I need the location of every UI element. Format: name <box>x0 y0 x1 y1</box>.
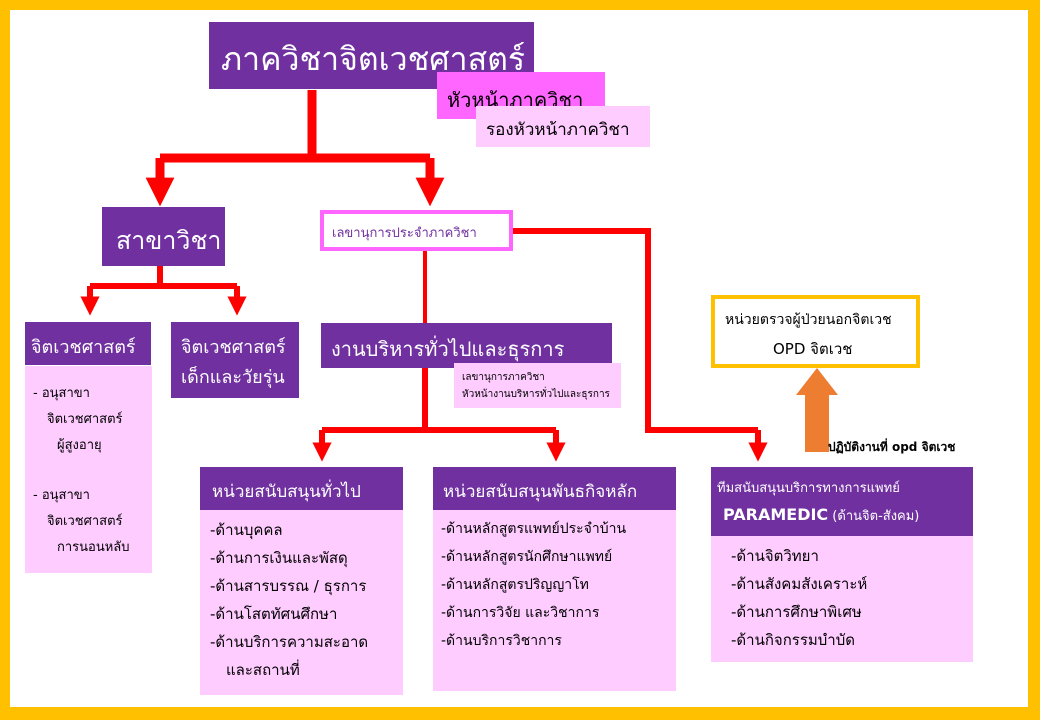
admin-title: งานบริหารทั่วไปและธุรการ <box>331 337 565 361</box>
secretary-box: เลขานุการประจำภาควิชา <box>320 210 513 251</box>
opd-arrow-label: ปฏิบัติงานที่ opd จิตเวช <box>828 440 956 454</box>
connector-secretary-paramedic <box>513 228 758 433</box>
child-psychiatry-line-2: เด็กและวัยรุ่น <box>181 367 285 388</box>
general-support-item: -ด้านบุคคล <box>210 521 283 539</box>
opd-arrow <box>796 368 838 452</box>
department-title-box: ภาควิชาจิตเวชศาสตร์ <box>209 22 534 89</box>
mission-support-item: -ด้านหลักสูตรแพทย์ประจำบ้าน <box>441 521 627 537</box>
department-title: ภาควิชาจิตเวชศาสตร์ <box>221 40 526 78</box>
connector-top-trunk <box>160 90 430 163</box>
secretary-label: เลขานุการประจำภาควิชา <box>332 226 477 241</box>
deputy-box: รองหัวหน้าภาควิชา <box>476 106 650 147</box>
connector-branch-split <box>90 266 237 289</box>
general-support-item: และสถานที่ <box>226 661 300 679</box>
opd-line-1: หน่วยตรวจผู้ป่วยนอกจิตเวช <box>725 312 892 328</box>
child-psychiatry-box: จิตเวชศาสตร์ เด็กและวัยรุ่น <box>171 322 299 398</box>
opd-line-2: OPD จิตเวช <box>773 340 853 358</box>
mission-support-item: -ด้านหลักสูตรปริญญาโท <box>441 577 589 593</box>
mission-support-title-box: หน่วยสนับสนุนพันธกิจหลัก <box>433 467 676 510</box>
sub-branch-2-line-3: การนอนหลับ <box>57 540 130 555</box>
sub-branch-2-line-1: - อนุสาขา <box>33 488 90 503</box>
paramedic-title-th: (ด้านจิต-สังคม) <box>828 509 920 524</box>
paramedic-item: -ด้านกิจกรรมบำบัด <box>731 631 855 649</box>
general-support-title-box: หน่วยสนับสนุนทั่วไป <box>200 467 403 510</box>
sub-branch-list: - อนุสาขา จิตเวชศาสตร์ ผู้สูงอายุ - อนุส… <box>25 366 152 573</box>
admin-note-line-1: เลขานุการภาควิชา <box>462 372 545 383</box>
paramedic-title-line-1: ทีมสนับสนุนบริการทางการแพทย์ <box>717 481 900 496</box>
admin-note-line-2: หัวหน้างานบริหารทั่วไปและธุรการ <box>462 389 610 400</box>
mission-support-list: -ด้านหลักสูตรแพทย์ประจำบ้าน -ด้านหลักสูต… <box>433 510 676 691</box>
adult-psychiatry-box: จิตเวชศาสตร์ <box>25 322 151 365</box>
child-psychiatry-line-1: จิตเวชศาสตร์ <box>181 337 286 358</box>
paramedic-title-box: ทีมสนับสนุนบริการทางการแพทย์ PARAMEDIC (… <box>711 467 973 536</box>
paramedic-title-line-2: PARAMEDIC (ด้านจิต-สังคม) <box>723 505 919 526</box>
general-support-list: -ด้านบุคคล -ด้านการเงินและพัสดุ -ด้านสาร… <box>200 510 403 695</box>
adult-psychiatry-label: จิตเวชศาสตร์ <box>31 337 136 358</box>
paramedic-list: -ด้านจิตวิทยา -ด้านสังคมสังเคราะห์ -ด้าน… <box>711 536 973 662</box>
sub-branch-1-line-3: ผู้สูงอายุ <box>57 438 102 453</box>
opd-box: หน่วยตรวจผู้ป่วยนอกจิตเวช OPD จิตเวช <box>711 295 920 368</box>
connector-admin-units <box>322 368 556 433</box>
general-support-item: -ด้านการเงินและพัสดุ <box>210 549 348 567</box>
general-support-item: -ด้านสารบรรณ / ธุรการ <box>210 577 367 595</box>
paramedic-title-en: PARAMEDIC <box>723 505 829 524</box>
branch-box: สาขาวิชา <box>102 207 225 266</box>
sub-branch-1-line-1: - อนุสาขา <box>33 386 90 401</box>
admin-note-box: เลขานุการภาควิชา หัวหน้างานบริหารทั่วไปแ… <box>454 363 621 408</box>
paramedic-item: -ด้านจิตวิทยา <box>731 547 819 565</box>
mission-support-title: หน่วยสนับสนุนพันธกิจหลัก <box>443 482 638 502</box>
general-support-item: -ด้านบริการความสะอาด <box>210 633 369 651</box>
paramedic-item: -ด้านการศึกษาพิเศษ <box>731 603 862 621</box>
branch-title: สาขาวิชา <box>116 226 222 255</box>
deputy-label: รองหัวหน้าภาควิชา <box>486 120 630 140</box>
mission-support-item: -ด้านหลักสูตรนักศึกษาแพทย์ <box>441 549 613 565</box>
paramedic-item: -ด้านสังคมสังเคราะห์ <box>731 575 868 593</box>
sub-branch-1-line-2: จิตเวชศาสตร์ <box>47 412 123 427</box>
mission-support-item: -ด้านบริการวิชาการ <box>441 633 562 649</box>
general-support-item: -ด้านโสตทัศนศึกษา <box>210 605 338 623</box>
admin-box: งานบริหารทั่วไปและธุรการ <box>321 323 612 368</box>
general-support-title: หน่วยสนับสนุนทั่วไป <box>212 482 361 502</box>
sub-branch-2-line-2: จิตเวชศาสตร์ <box>47 514 123 529</box>
mission-support-item: -ด้านการวิจัย และวิชาการ <box>441 605 600 621</box>
